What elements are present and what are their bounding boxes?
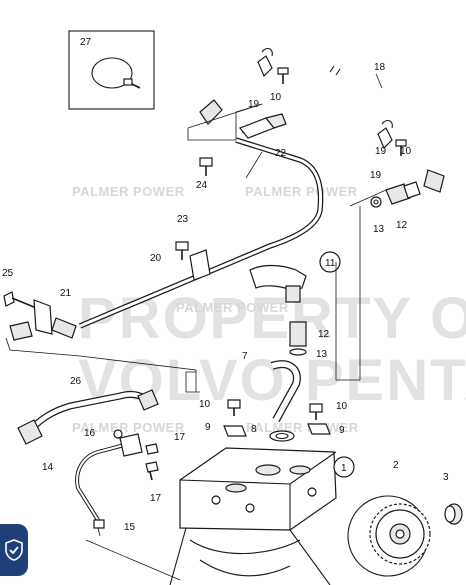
bolt-17-lower — [145, 461, 159, 481]
plug-3 — [444, 503, 463, 525]
bolt-10-lower-right — [309, 403, 323, 420]
callout-11: 11 — [325, 258, 336, 269]
watermark-small-3: PALMER POWER — [176, 300, 289, 315]
callout-9-right: 9 — [339, 425, 345, 436]
pipe-20-bracket — [189, 249, 211, 281]
callout-16: 16 — [84, 428, 96, 439]
washer-16 — [113, 429, 123, 439]
callout-numbers: 27 18 19 10 22 19 10 19 24 13 12 23 20 1… — [2, 37, 449, 533]
bolt-24 — [199, 157, 213, 176]
bolt-10-lower-left — [227, 399, 241, 416]
callout-10-lower-left: 10 — [199, 399, 211, 410]
callout-10-lower-right: 10 — [336, 401, 348, 412]
callout-18: 18 — [374, 62, 386, 73]
callout-2: 2 — [393, 460, 399, 471]
pipe-14 — [75, 433, 143, 522]
washer-13-upper — [370, 196, 382, 208]
gear-2 — [347, 495, 431, 577]
callout-13-middle: 13 — [316, 349, 328, 360]
left-union — [5, 321, 197, 392]
watermark-small-5: PALMER POWER — [246, 420, 359, 435]
callout-23: 23 — [177, 214, 189, 225]
callout-14: 14 — [42, 462, 54, 473]
callout-21: 21 — [60, 288, 72, 299]
security-badge[interactable] — [0, 524, 28, 576]
callout-12-upper: 12 — [396, 220, 408, 231]
callout-19-right: 19 — [375, 146, 387, 157]
callout-19-right-lower: 19 — [370, 170, 382, 181]
hose-26-end-right — [137, 389, 159, 411]
hose-26-end-left — [17, 419, 43, 445]
shield-check-icon — [5, 539, 23, 561]
callout-10-upper-left: 10 — [270, 92, 282, 103]
callout-20: 20 — [150, 253, 162, 264]
callout-10-upper-right: 10 — [400, 146, 412, 157]
hose-18-fitting-right — [423, 169, 445, 193]
callout-24: 24 — [196, 180, 208, 191]
callout-22: 22 — [275, 148, 287, 159]
bracket-21 — [33, 299, 77, 339]
bolt-10-upper-left — [277, 67, 289, 84]
fitting-11 — [249, 251, 341, 303]
clip-19-right — [377, 119, 393, 150]
callout-27: 27 — [80, 37, 92, 48]
callout-3: 3 — [443, 472, 449, 483]
callout-13-upper: 13 — [373, 224, 385, 235]
washer-8 — [269, 430, 295, 442]
callout-19-left: 19 — [248, 99, 260, 110]
callout-circle-11 — [319, 251, 341, 273]
inset-frame — [68, 30, 155, 110]
bracket-9-left — [223, 425, 247, 437]
cable-tie-inset — [68, 30, 155, 110]
watermark-small-4: PALMER POWER — [72, 420, 185, 435]
callout-17-lower: 17 — [150, 493, 162, 504]
watermark-volvo-penta: VOLVO PENTA — [78, 348, 466, 413]
washer-13-middle — [289, 348, 307, 356]
watermark-small-1: PALMER POWER — [72, 184, 185, 199]
hose-7 — [270, 360, 301, 422]
watermark-group: PROPERTY OF VOLVO PENTA PALMER POWER PAL… — [72, 184, 466, 435]
hose-26 — [17, 389, 159, 445]
pipe-20 — [78, 113, 324, 329]
air-compressor-body — [169, 447, 355, 585]
clip-19-left — [257, 47, 273, 78]
union-12-upper — [385, 181, 421, 205]
bolt-15 — [85, 519, 181, 581]
bolt-23 — [175, 241, 189, 260]
leader-lines — [185, 73, 387, 393]
callout-15: 15 — [124, 522, 136, 533]
cable-tie-loop — [91, 57, 133, 89]
bolt-17-upper — [145, 443, 159, 455]
watermark-small-2: PALMER POWER — [245, 184, 358, 199]
callout-circle-1 — [333, 456, 355, 478]
callout-12-middle: 12 — [318, 329, 330, 340]
callout-8: 8 — [251, 424, 257, 435]
bolt-10-upper-right — [395, 139, 407, 156]
bracket-9-right — [307, 423, 331, 435]
hose-18 — [199, 29, 445, 193]
cable-tie-head — [123, 78, 133, 86]
callout-7: 7 — [242, 351, 248, 362]
callout-26: 26 — [70, 376, 82, 387]
callout-1: 1 — [341, 463, 347, 474]
union-12-middle — [289, 321, 307, 356]
callout-17-upper: 17 — [174, 432, 186, 443]
watermark-property: PROPERTY OF — [78, 286, 466, 351]
hose-18-fitting-left — [199, 99, 223, 125]
callout-9-left: 9 — [205, 422, 211, 433]
callout-25: 25 — [2, 268, 14, 279]
